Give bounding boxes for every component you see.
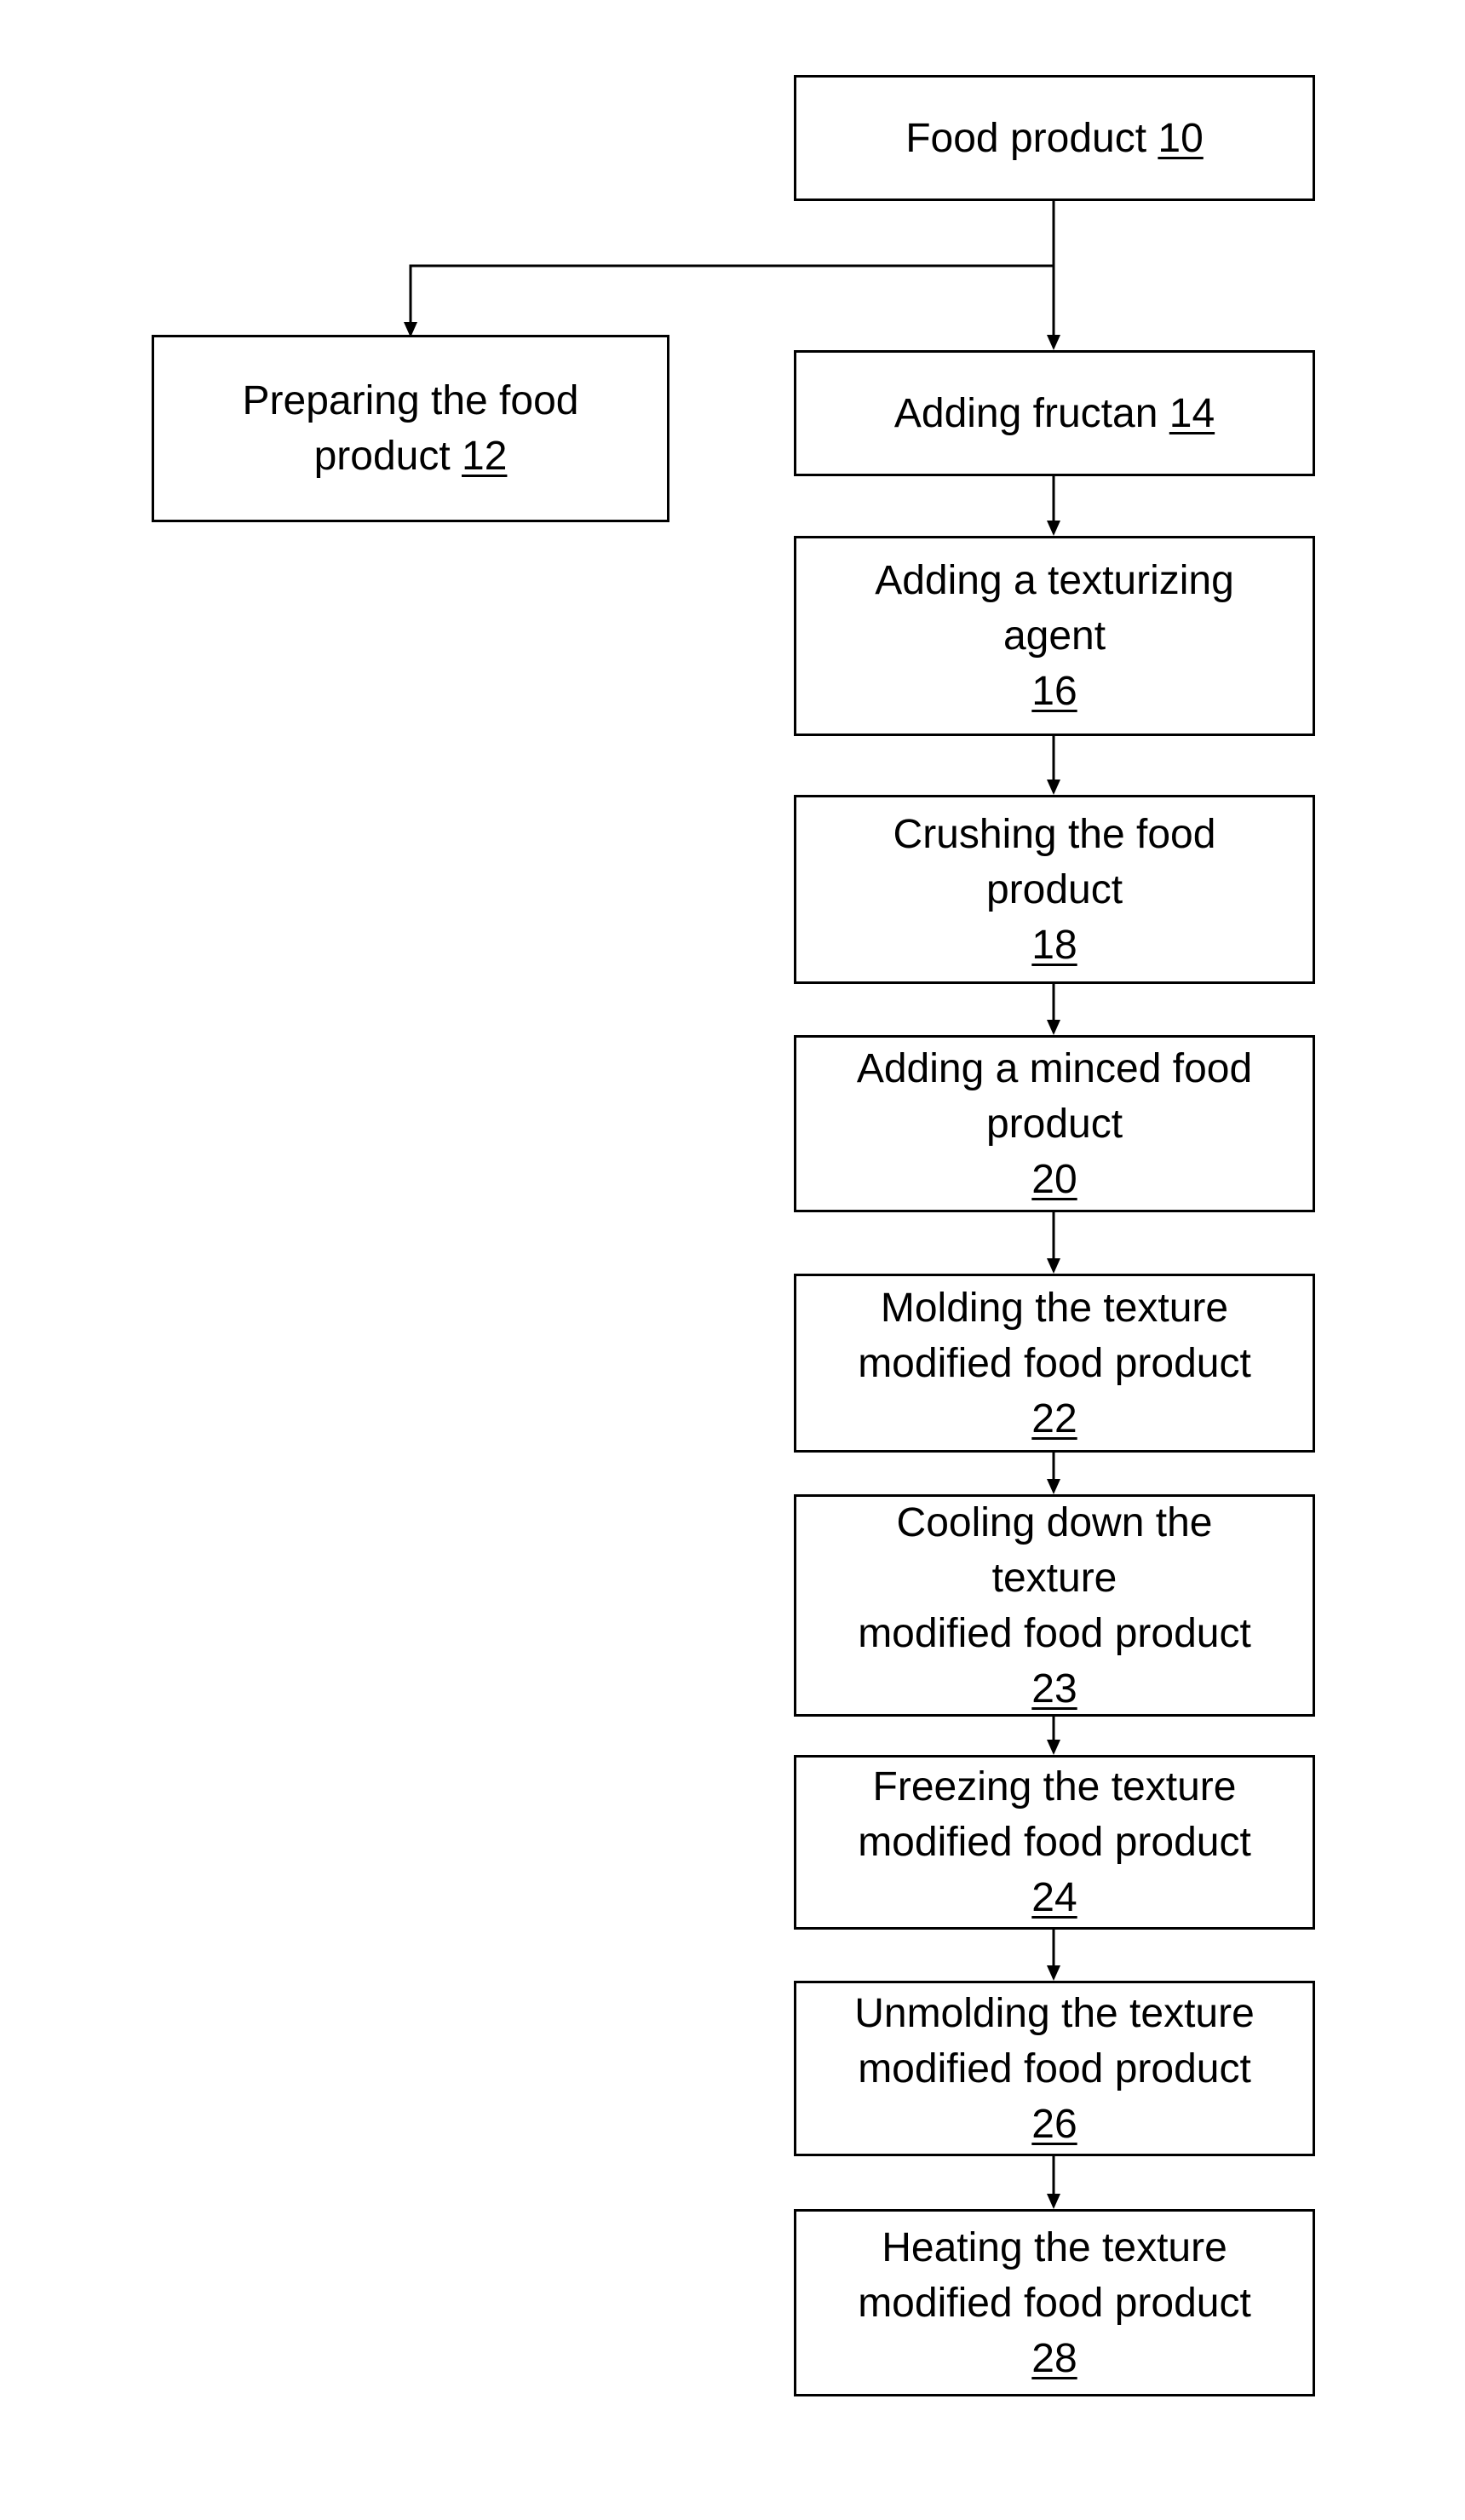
step-molding-line-1: Molding the texture: [881, 1280, 1228, 1336]
step-adding-fructan-line: Adding fructan 14: [894, 386, 1215, 441]
step-freezing: Freezing the texture modified food produ…: [794, 1755, 1315, 1930]
step-heating-ref-line: 28: [1031, 2331, 1077, 2386]
step-molding-ref-line: 22: [1031, 1391, 1077, 1447]
step-unmolding: Unmolding the texture modified food prod…: [794, 1981, 1315, 2156]
step-cooling-line-1: Cooling down the: [897, 1495, 1213, 1551]
step-adding-fructan-label: Adding fructan: [894, 391, 1158, 436]
step-texturizing: Adding a texturizing agent 16: [794, 536, 1315, 736]
arrowhead-18: [1047, 780, 1060, 795]
step-crushing-line-1: Crushing the food: [893, 807, 1216, 862]
step-crushing-line-2: product: [986, 862, 1123, 918]
arrowhead-23: [1047, 1479, 1060, 1494]
step-molding-ref: 22: [1031, 1396, 1077, 1441]
step-texturizing-line-1: Adding a texturizing: [875, 553, 1234, 608]
step-adding-fructan-ref: 14: [1169, 391, 1215, 436]
step-cooling-ref-line: 23: [1031, 1661, 1077, 1717]
step-food-product-label: Food product: [905, 116, 1146, 161]
step-heating-ref: 28: [1031, 2336, 1077, 2381]
step-preparing-line-2: product 12: [314, 429, 508, 484]
step-crushing: Crushing the food product 18: [794, 795, 1315, 984]
step-freezing-line-2: modified food product: [858, 1815, 1251, 1870]
step-cooling: Cooling down the texture modified food p…: [794, 1494, 1315, 1717]
step-texturizing-ref-line: 16: [1031, 664, 1077, 719]
step-minced: Adding a minced food product 20: [794, 1035, 1315, 1212]
step-freezing-line-1: Freezing the texture: [873, 1759, 1237, 1815]
step-adding-fructan: Adding fructan 14: [794, 350, 1315, 476]
step-molding-line-2: modified food product: [858, 1336, 1251, 1391]
step-preparing-ref: 12: [462, 434, 507, 479]
arrowhead-24: [1047, 1740, 1060, 1755]
arrowhead-28: [1047, 2194, 1060, 2209]
step-unmolding-line-2: modified food product: [858, 2041, 1251, 2097]
step-heating-line-2: modified food product: [858, 2275, 1251, 2331]
step-cooling-ref: 23: [1031, 1666, 1077, 1712]
step-unmolding-line-1: Unmolding the texture: [854, 1986, 1255, 2041]
arrowhead-16: [1047, 521, 1060, 536]
arrowhead-20: [1047, 1020, 1060, 1035]
step-heating-line-1: Heating the texture: [882, 2220, 1227, 2275]
step-food-product-line: Food product 10: [905, 111, 1204, 166]
step-food-product-ref: 10: [1158, 116, 1203, 161]
step-texturizing-ref: 16: [1031, 669, 1077, 714]
arrowhead-22: [1047, 1258, 1060, 1274]
step-minced-line-1: Adding a minced food: [857, 1041, 1252, 1096]
step-preparing: Preparing the food product 12: [152, 335, 669, 522]
step-freezing-ref-line: 24: [1031, 1870, 1077, 1925]
step-cooling-line-2: texture: [992, 1551, 1117, 1606]
step-texturizing-line-2: agent: [1003, 608, 1106, 664]
step-minced-ref-line: 20: [1031, 1152, 1077, 1207]
step-molding: Molding the texture modified food produc…: [794, 1274, 1315, 1453]
step-freezing-ref: 24: [1031, 1875, 1077, 1920]
step-unmolding-ref: 26: [1031, 2102, 1077, 2147]
step-cooling-line-3: modified food product: [858, 1606, 1251, 1661]
arrow-10-to-12: [411, 266, 1054, 335]
step-unmolding-ref-line: 26: [1031, 2097, 1077, 2152]
arrowhead-14: [1047, 335, 1060, 350]
step-preparing-line-1: Preparing the food: [243, 373, 579, 429]
arrowhead-26: [1047, 1965, 1060, 1981]
step-food-product: Food product 10: [794, 75, 1315, 201]
step-minced-ref: 20: [1031, 1157, 1077, 1202]
step-crushing-ref-line: 18: [1031, 918, 1077, 973]
step-preparing-label-2: product: [314, 434, 451, 479]
step-crushing-ref: 18: [1031, 923, 1077, 968]
step-minced-line-2: product: [986, 1096, 1123, 1152]
step-heating: Heating the texture modified food produc…: [794, 2209, 1315, 2396]
